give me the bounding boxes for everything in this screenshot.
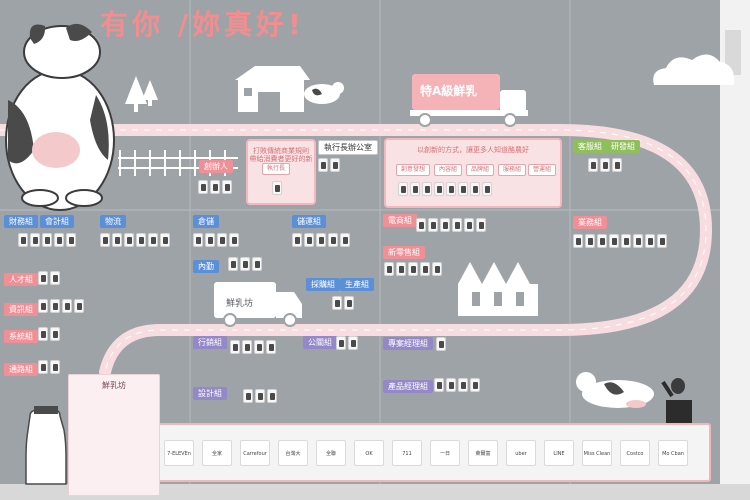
customer-tag: 客服組: [573, 140, 607, 153]
marketing-panel: 以創新的方式，讓更多人知道酪農好 創意發想 內容組 品牌組 服務組 營運組: [384, 138, 562, 208]
customer-photos: [588, 158, 622, 172]
info-sign: 鮮乳坊: [68, 374, 160, 496]
ceo-panel-title: 打敗傳統商業規則: [253, 147, 309, 155]
sponsor-logo: 一日: [430, 440, 460, 466]
warehouse-photos: [193, 233, 239, 247]
sponsor-logo: 台灣大: [278, 440, 308, 466]
sponsor-logo: 全家: [202, 440, 232, 466]
storage-tag: 儲運組: [292, 215, 326, 228]
marketing-chip-4: 服務組: [498, 164, 527, 176]
ceo-office-tag: 執行長辦公室: [318, 140, 378, 155]
it-tag: 資訊組: [4, 303, 38, 316]
pr-photos: [336, 336, 358, 350]
sponsor-logo: 711: [392, 440, 422, 466]
marketing-chip-2: 內容組: [434, 164, 463, 176]
new-retail-photos: [384, 262, 442, 276]
warehouse-tag: 倉儲: [193, 215, 219, 228]
marketing-chip-3: 品牌組: [466, 164, 495, 176]
sponsor-logo: Costco: [620, 440, 650, 466]
pr-tag: 公關組: [303, 336, 337, 349]
finance-tag: 財務組: [4, 215, 38, 228]
sponsor-logo: Miss Clean: [582, 440, 612, 466]
logistics-tag: 物流: [100, 215, 126, 228]
ceo-office-photos: [318, 158, 340, 172]
marketing-chip-1: 創意發想: [396, 164, 431, 176]
new-retail-tag: 新零售組: [383, 246, 425, 259]
procurement-photos: [332, 296, 354, 310]
rnd-tag: 研發組: [606, 140, 640, 153]
marketing-chip-5: 營運組: [528, 164, 557, 176]
cow-mascot: [5, 23, 115, 211]
product-tag: 產品經理組: [383, 380, 433, 393]
founder-photos: [198, 180, 232, 194]
project-tag: 專案經理組: [383, 337, 433, 350]
project-photos: [436, 337, 446, 351]
product-photos: [434, 378, 480, 392]
hr-photos: [38, 271, 60, 285]
sponsor-logo: Carrefour: [240, 440, 270, 466]
sales-photos: [573, 234, 667, 248]
sponsor-logo: LINE: [544, 440, 574, 466]
ceo-photos: [272, 181, 282, 195]
channel-photos: [38, 360, 60, 374]
production-tag: 生產組: [340, 278, 374, 291]
van-text: 鮮乳坊: [226, 299, 254, 309]
headline: 有你 /妳真好!: [100, 8, 305, 41]
ceo-photo-card: [272, 181, 282, 195]
ecommerce-photos: [416, 218, 486, 232]
sponsor-logo: uber: [506, 440, 536, 466]
ecommerce-tag: 電商組: [383, 214, 417, 227]
sponsor-logo: 7-ELEVEn: [164, 440, 194, 466]
info-sign-title: 鮮乳坊: [102, 381, 126, 390]
systems-tag: 系統組: [4, 330, 38, 343]
ceo-role-chip: 執行長: [262, 163, 291, 175]
procurement-tag: 採購組: [306, 278, 340, 291]
design-tag: 設計組: [193, 387, 227, 400]
marketing-tag: 行銷組: [193, 336, 227, 349]
truck-text: 特A級鮮乳: [420, 84, 478, 98]
it-photos: [38, 299, 84, 313]
sponsor-logo: Mo Cban: [658, 440, 688, 466]
founder-tag: 創辦人: [199, 160, 233, 173]
logistics-photos: [100, 233, 170, 247]
finance-photos: [18, 233, 76, 247]
storage-photos: [292, 233, 350, 247]
accounting-tag: 會計組: [40, 215, 74, 228]
systems-photos: [38, 327, 60, 341]
sponsor-logo: 全聯: [316, 440, 346, 466]
marketing-photos: [398, 182, 492, 196]
internal-tag: 內勤: [193, 260, 219, 273]
channel-tag: 通路組: [4, 363, 38, 376]
marketing-group-photos: [230, 340, 276, 354]
sponsor-logo: 萊爾富: [468, 440, 498, 466]
sales-tag: 業務組: [573, 216, 607, 229]
sponsor-logo: OK: [354, 440, 384, 466]
marketing-panel-title: 以創新的方式，讓更多人知道酪農好: [417, 146, 529, 154]
ceo-panel: 打敗傳統商業規則 帶給消費者更好的新鮮 執行長: [246, 139, 316, 205]
hr-tag: 人才組: [4, 273, 38, 286]
internal-photos: [228, 257, 262, 271]
design-photos: [243, 389, 277, 403]
